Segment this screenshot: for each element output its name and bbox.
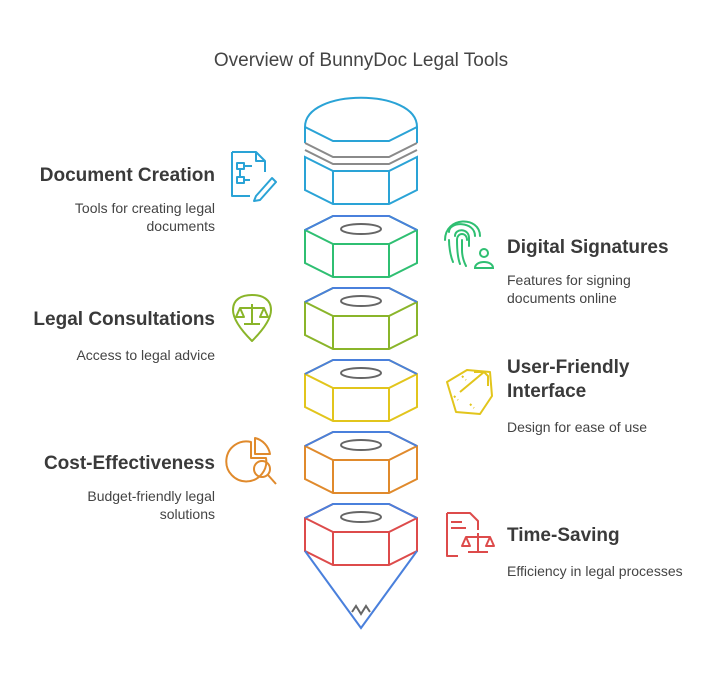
- fingerprint-user-icon: [444, 220, 495, 269]
- heading-user-friendly-interface: User-Friendly Interface: [507, 356, 717, 404]
- description-digital-signatures: Features for signing documents online: [507, 271, 717, 307]
- description-legal-consultations: Access to legal advice: [20, 346, 215, 364]
- pencil-segment-olive: [304, 287, 418, 350]
- description-time-saving: Efficiency in legal processes: [507, 562, 717, 580]
- pencil-eraser-segment: [304, 96, 418, 205]
- page-title: Overview of BunnyDoc Legal Tools: [213, 50, 509, 71]
- description-line: documents online: [507, 290, 617, 306]
- description-line: Tools for creating legal: [74, 200, 215, 216]
- pencil-segment-green: [304, 215, 418, 278]
- heading-time-saving: Time-Saving: [507, 525, 620, 546]
- description-document-creation: Tools for creating legal documents: [20, 199, 215, 235]
- scales-location-icon: [232, 294, 272, 342]
- heading-line: User-Friendly: [507, 357, 630, 378]
- heading-legal-consultations: Legal Consultations: [33, 309, 215, 330]
- description-line: Access to legal advice: [76, 347, 215, 363]
- document-edit-icon: [231, 151, 277, 202]
- description-line: Efficiency in legal processes: [507, 563, 683, 579]
- description-line: documents: [146, 218, 215, 234]
- cursor-design-icon: [446, 369, 493, 415]
- description-line: solutions: [159, 506, 215, 522]
- description-line: Design for ease of use: [507, 419, 648, 435]
- description-user-friendly-interface: Design for ease of use: [507, 418, 717, 436]
- pencil-segment-yellow: [304, 359, 418, 422]
- document-scales-icon: [446, 512, 495, 557]
- heading-cost-effectiveness: Cost-Effectiveness: [43, 453, 215, 474]
- pie-chart-magnifier-icon: [225, 437, 277, 485]
- heading-document-creation: Document Creation: [39, 165, 215, 186]
- description-cost-effectiveness: Budget-friendly legal solutions: [20, 487, 215, 523]
- pencil-segment-red: [304, 503, 418, 566]
- pencil-segment-orange: [304, 431, 418, 494]
- description-line: Features for signing: [507, 272, 631, 288]
- pencil-tip: [304, 550, 418, 630]
- description-line: Budget-friendly legal: [87, 488, 215, 504]
- heading-digital-signatures: Digital Signatures: [507, 237, 669, 258]
- heading-line: Interface: [507, 381, 587, 402]
